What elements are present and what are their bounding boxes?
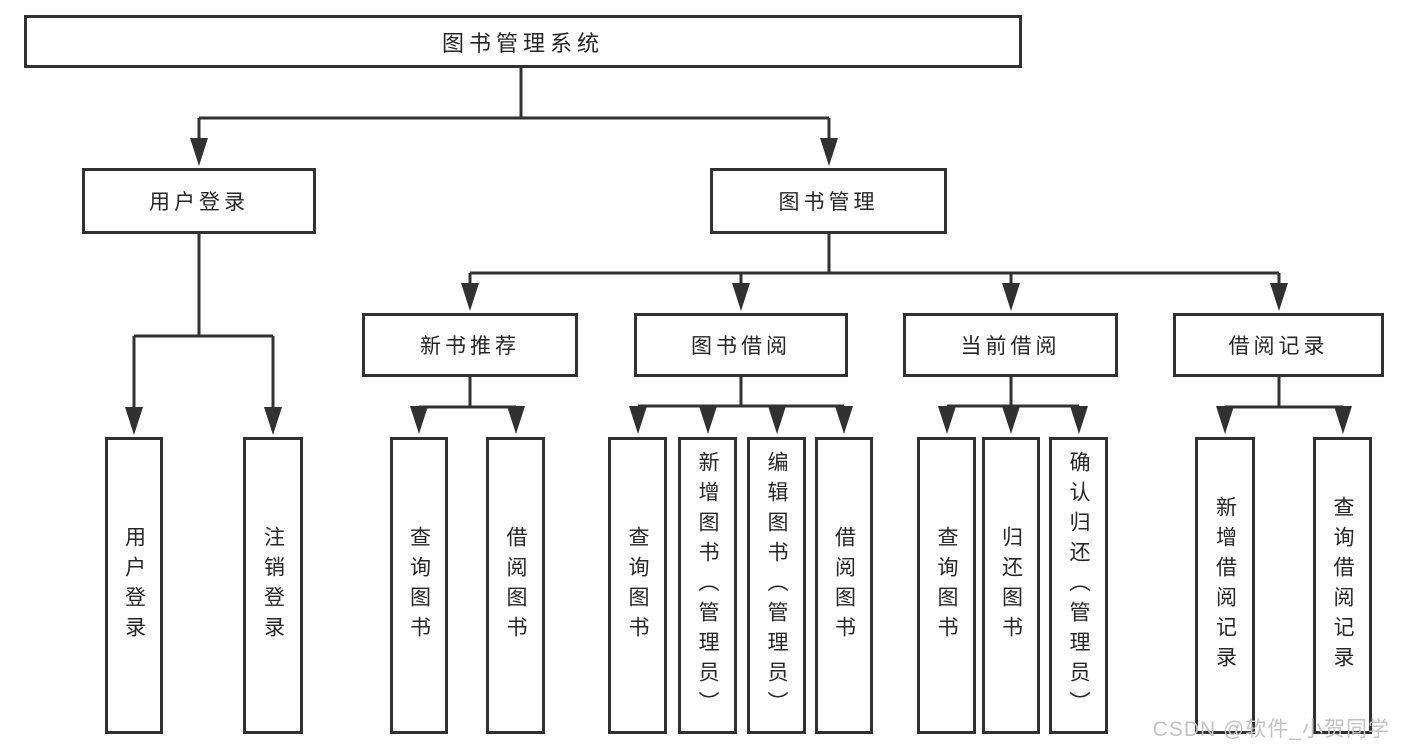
node-label: 借阅记录 <box>1228 335 1329 358</box>
arrowheads-newbook <box>410 406 525 434</box>
leaf-return-books: 归还图书 <box>982 437 1040 734</box>
node-label: 新书推荐 <box>420 335 520 358</box>
node-label: 当前借阅 <box>960 335 1061 358</box>
node-library-management-system: 图书管理系统 <box>24 15 1022 68</box>
leaf-label: 查询图书 <box>407 525 431 646</box>
leaf-label: 编辑图书（管理员） <box>765 450 788 721</box>
leaf-label: 确认归还（管理员） <box>1067 450 1090 721</box>
leaf-query-borrow-record: 查询借阅记录 <box>1313 437 1372 734</box>
leaf-query-books-current: 查询图书 <box>917 437 976 734</box>
leaf-borrow-books-borrowing: 借阅图书 <box>815 437 873 734</box>
node-label: 图书管理 <box>778 191 879 214</box>
connector-borrowing-to-leaves <box>636 377 846 410</box>
leaf-label: 查询图书 <box>626 525 649 646</box>
node-current-borrowing: 当前借阅 <box>903 313 1118 377</box>
connector-records-to-leaves <box>1223 377 1345 410</box>
node-book-management: 图书管理 <box>710 168 947 234</box>
leaf-label: 查询图书 <box>935 525 958 646</box>
leaf-label: 新增借阅记录 <box>1213 495 1237 676</box>
leaf-query-books-borrowing: 查询图书 <box>608 437 667 734</box>
leaf-label: 用户登录 <box>122 525 146 646</box>
leaf-logout: 注销登录 <box>243 437 303 734</box>
node-label: 图书借阅 <box>691 335 791 358</box>
arrowheads-borrowing <box>629 406 853 434</box>
arrowheads-records <box>1216 406 1352 434</box>
leaf-label: 查询借阅记录 <box>1331 495 1354 676</box>
leaf-add-books-admin: 新增图书（管理员） <box>678 437 737 734</box>
node-label: 图书管理系统 <box>441 30 604 56</box>
leaf-edit-books-admin: 编辑图书（管理员） <box>747 437 806 734</box>
connector-newbook-to-leaves <box>417 377 518 410</box>
csdn-watermark: CSDN @软件_小贺同学 <box>1152 718 1390 741</box>
connector-root-to-level1 <box>197 68 831 142</box>
arrowheads-current <box>938 406 1088 434</box>
leaf-label: 借阅图书 <box>832 525 856 646</box>
leaf-user-login: 用户登录 <box>105 437 163 734</box>
leaf-borrow-books-recommend: 借阅图书 <box>486 437 545 734</box>
leaf-label: 归还图书 <box>999 525 1023 646</box>
leaf-query-books-recommend: 查询图书 <box>390 437 448 734</box>
arrowheads-level2 <box>461 283 1288 311</box>
leaf-confirm-return-admin: 确认归还（管理员） <box>1049 437 1108 734</box>
leaf-label: 新增图书（管理员） <box>696 450 719 721</box>
leaf-add-borrow-record: 新增借阅记录 <box>1195 437 1255 734</box>
leaf-label: 借阅图书 <box>504 525 527 646</box>
node-user-login: 用户登录 <box>82 168 316 234</box>
arrowheads-userlogin <box>125 407 282 435</box>
leaf-label: 注销登录 <box>261 525 285 646</box>
arrowheads-level1 <box>190 138 838 166</box>
connector-userlogin-to-leaves <box>132 234 275 410</box>
connector-current-to-leaves <box>945 377 1081 410</box>
node-new-book-recommendation: 新书推荐 <box>362 313 578 377</box>
node-label: 用户登录 <box>149 191 249 214</box>
connector-bookmgmt-to-level2 <box>468 234 1281 286</box>
node-borrowing-records: 借阅记录 <box>1173 313 1384 377</box>
node-book-borrowing: 图书借阅 <box>634 313 848 377</box>
